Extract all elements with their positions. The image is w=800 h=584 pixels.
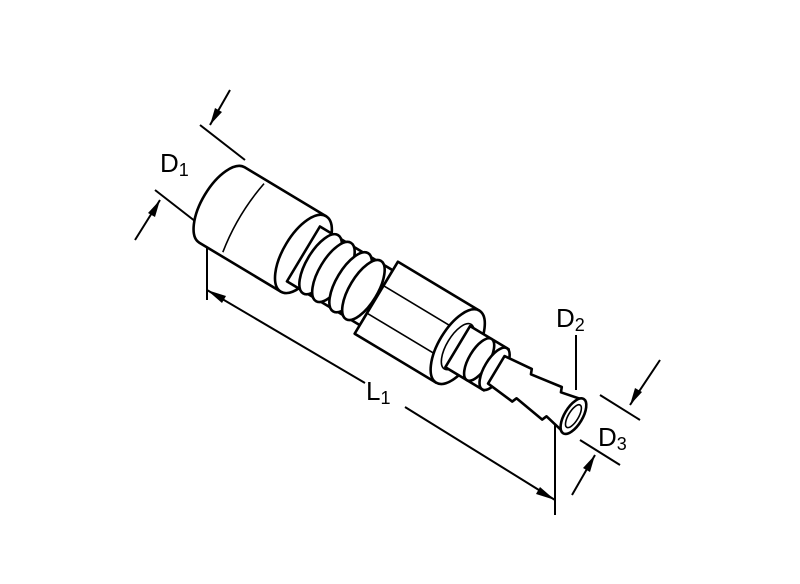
label-d2: D2: [556, 303, 585, 335]
l1-line-left: [206, 289, 366, 384]
label-d3: D3: [598, 422, 627, 454]
label-l1: L1: [366, 376, 391, 408]
coupling-body: [192, 164, 588, 436]
label-d1: D1: [160, 148, 189, 180]
dimension-lines: [134, 89, 661, 515]
barb-end: [559, 397, 588, 436]
l1-line-right: [404, 406, 556, 501]
